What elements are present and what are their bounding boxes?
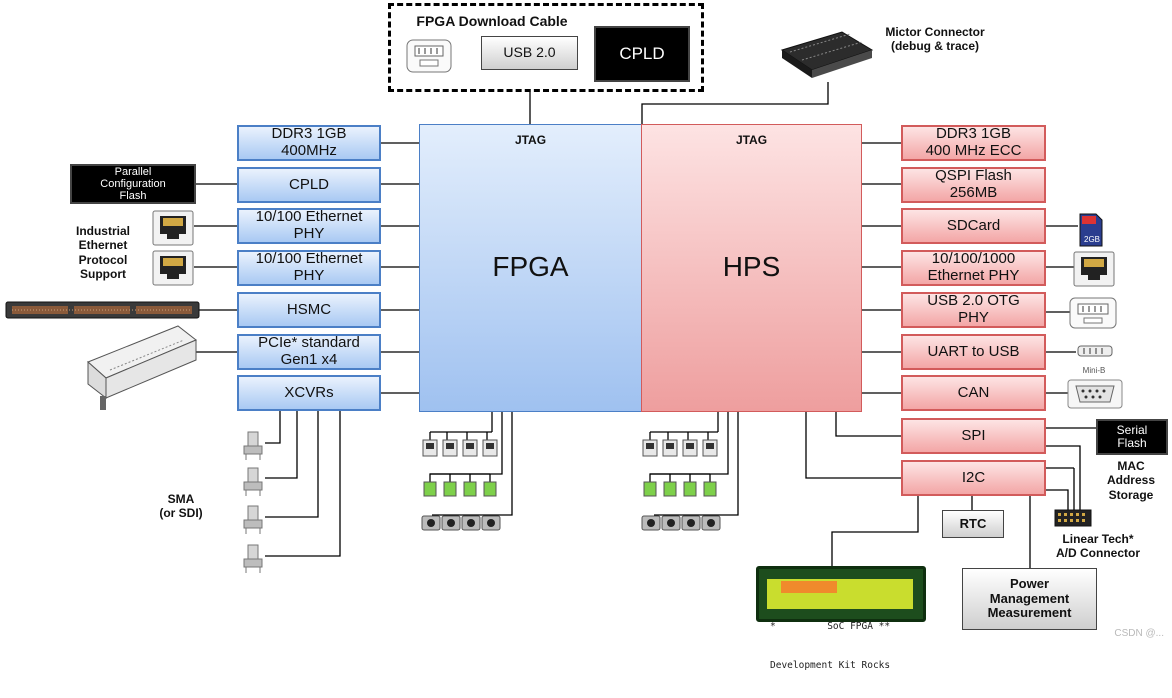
lcd-line-1: * SoC FPGA ** bbox=[770, 621, 891, 632]
usb2-box: USB 2.0 bbox=[481, 36, 578, 70]
sma-label: SMA (or SDI) bbox=[159, 492, 203, 521]
power-management-box: Power Management Measurement bbox=[962, 568, 1097, 630]
fpga-pcie-box: PCIe* standard Gen1 x4 bbox=[237, 334, 381, 370]
hps-title: HPS bbox=[722, 251, 781, 282]
hps-block: JTAG HPS bbox=[641, 124, 862, 412]
connection-wires: 2GB bbox=[5, 31, 1123, 573]
hps-can-box: CAN bbox=[901, 375, 1046, 411]
download-cable-title: FPGA Download Cable bbox=[416, 13, 568, 29]
hps-jtag-label: JTAG bbox=[735, 133, 768, 147]
lcd-line-2: Development Kit Rocks bbox=[770, 660, 891, 671]
rj45-jack-icon bbox=[1073, 251, 1115, 287]
hps-i2c-box: I2C bbox=[901, 460, 1046, 496]
pcie-connector-icon bbox=[87, 325, 197, 410]
block-diagram: 2GB bbox=[5, 3, 1168, 671]
hps-usb-otg-box: USB 2.0 OTG PHY bbox=[901, 292, 1046, 328]
fpga-cpld-box: CPLD bbox=[237, 167, 381, 203]
hps-uart-usb-box: UART to USB bbox=[901, 334, 1046, 370]
industrial-ethernet-label: Industrial Ethernet Protocol Support bbox=[75, 224, 130, 282]
sma-connector-icon bbox=[243, 431, 263, 460]
fpga-ethernet-phy-2-box: 10/100 Ethernet PHY bbox=[237, 250, 381, 286]
dip-switch-icon bbox=[422, 439, 498, 457]
hps-qspi-flash-box: QSPI Flash 256MB bbox=[901, 167, 1046, 203]
push-button-icon bbox=[641, 515, 721, 531]
hps-ethernet-phy-box: 10/100/1000 Ethernet PHY bbox=[901, 250, 1046, 286]
rj45-jack-icon bbox=[152, 250, 194, 286]
mac-address-label: MAC Address Storage bbox=[1106, 459, 1156, 502]
header-connector-icon bbox=[1054, 509, 1092, 527]
fpga-ethernet-phy-1-box: 10/100 Ethernet PHY bbox=[237, 208, 381, 244]
sma-connector-icon bbox=[243, 544, 263, 573]
fpga-jtag-label: JTAG bbox=[514, 133, 547, 147]
mini-b-label: Mini-B bbox=[1082, 366, 1106, 375]
dip-switch-icon bbox=[642, 439, 718, 457]
usb-b-connector-icon bbox=[406, 39, 452, 73]
fpga-title: FPGA bbox=[492, 251, 569, 282]
mictor-connector-icon bbox=[780, 31, 874, 78]
sma-connector-icon bbox=[243, 467, 263, 496]
fpga-hsmc-box: HSMC bbox=[237, 292, 381, 328]
lcd-display: * SoC FPGA ** Development Kit Rocks bbox=[756, 566, 926, 671]
download-cable-frame bbox=[388, 3, 704, 92]
sma-connector-icon bbox=[243, 505, 263, 534]
hps-ddr3-box: DDR3 1GB 400 MHz ECC bbox=[901, 125, 1046, 161]
rj45-jack-icon bbox=[152, 210, 194, 246]
hsmc-connector-icon bbox=[5, 301, 200, 319]
hps-spi-box: SPI bbox=[901, 418, 1046, 454]
push-button-icon bbox=[421, 515, 501, 531]
fpga-xcvrs-box: XCVRs bbox=[237, 375, 381, 411]
mini-usb-icon bbox=[1077, 345, 1113, 357]
lcd-highlight bbox=[781, 581, 837, 593]
led-icon bbox=[423, 481, 497, 497]
sd-card-capacity: 2GB bbox=[1084, 235, 1100, 244]
download-cpld-box: CPLD bbox=[594, 26, 690, 82]
led-icon bbox=[643, 481, 717, 497]
mictor-label: Mictor Connector (debug & trace) bbox=[885, 25, 985, 54]
linear-tech-label: Linear Tech* A/D Connector bbox=[1056, 532, 1140, 561]
sd-card-icon: 2GB bbox=[1079, 213, 1103, 247]
fpga-ddr3-box: DDR3 1GB 400MHz bbox=[237, 125, 381, 161]
hps-sdcard-box: SDCard bbox=[901, 208, 1046, 244]
lcd-screen: * SoC FPGA ** Development Kit Rocks bbox=[767, 579, 913, 671]
watermark: CSDN @... bbox=[1114, 628, 1164, 639]
fpga-block: JTAG FPGA bbox=[419, 124, 642, 412]
db9-connector-icon bbox=[1067, 379, 1123, 409]
usb-otg-connector-icon bbox=[1069, 297, 1117, 329]
rtc-box: RTC bbox=[942, 510, 1004, 538]
parallel-flash-box: Parallel Configuration Flash bbox=[70, 164, 196, 204]
serial-flash-box: Serial Flash bbox=[1096, 419, 1168, 455]
